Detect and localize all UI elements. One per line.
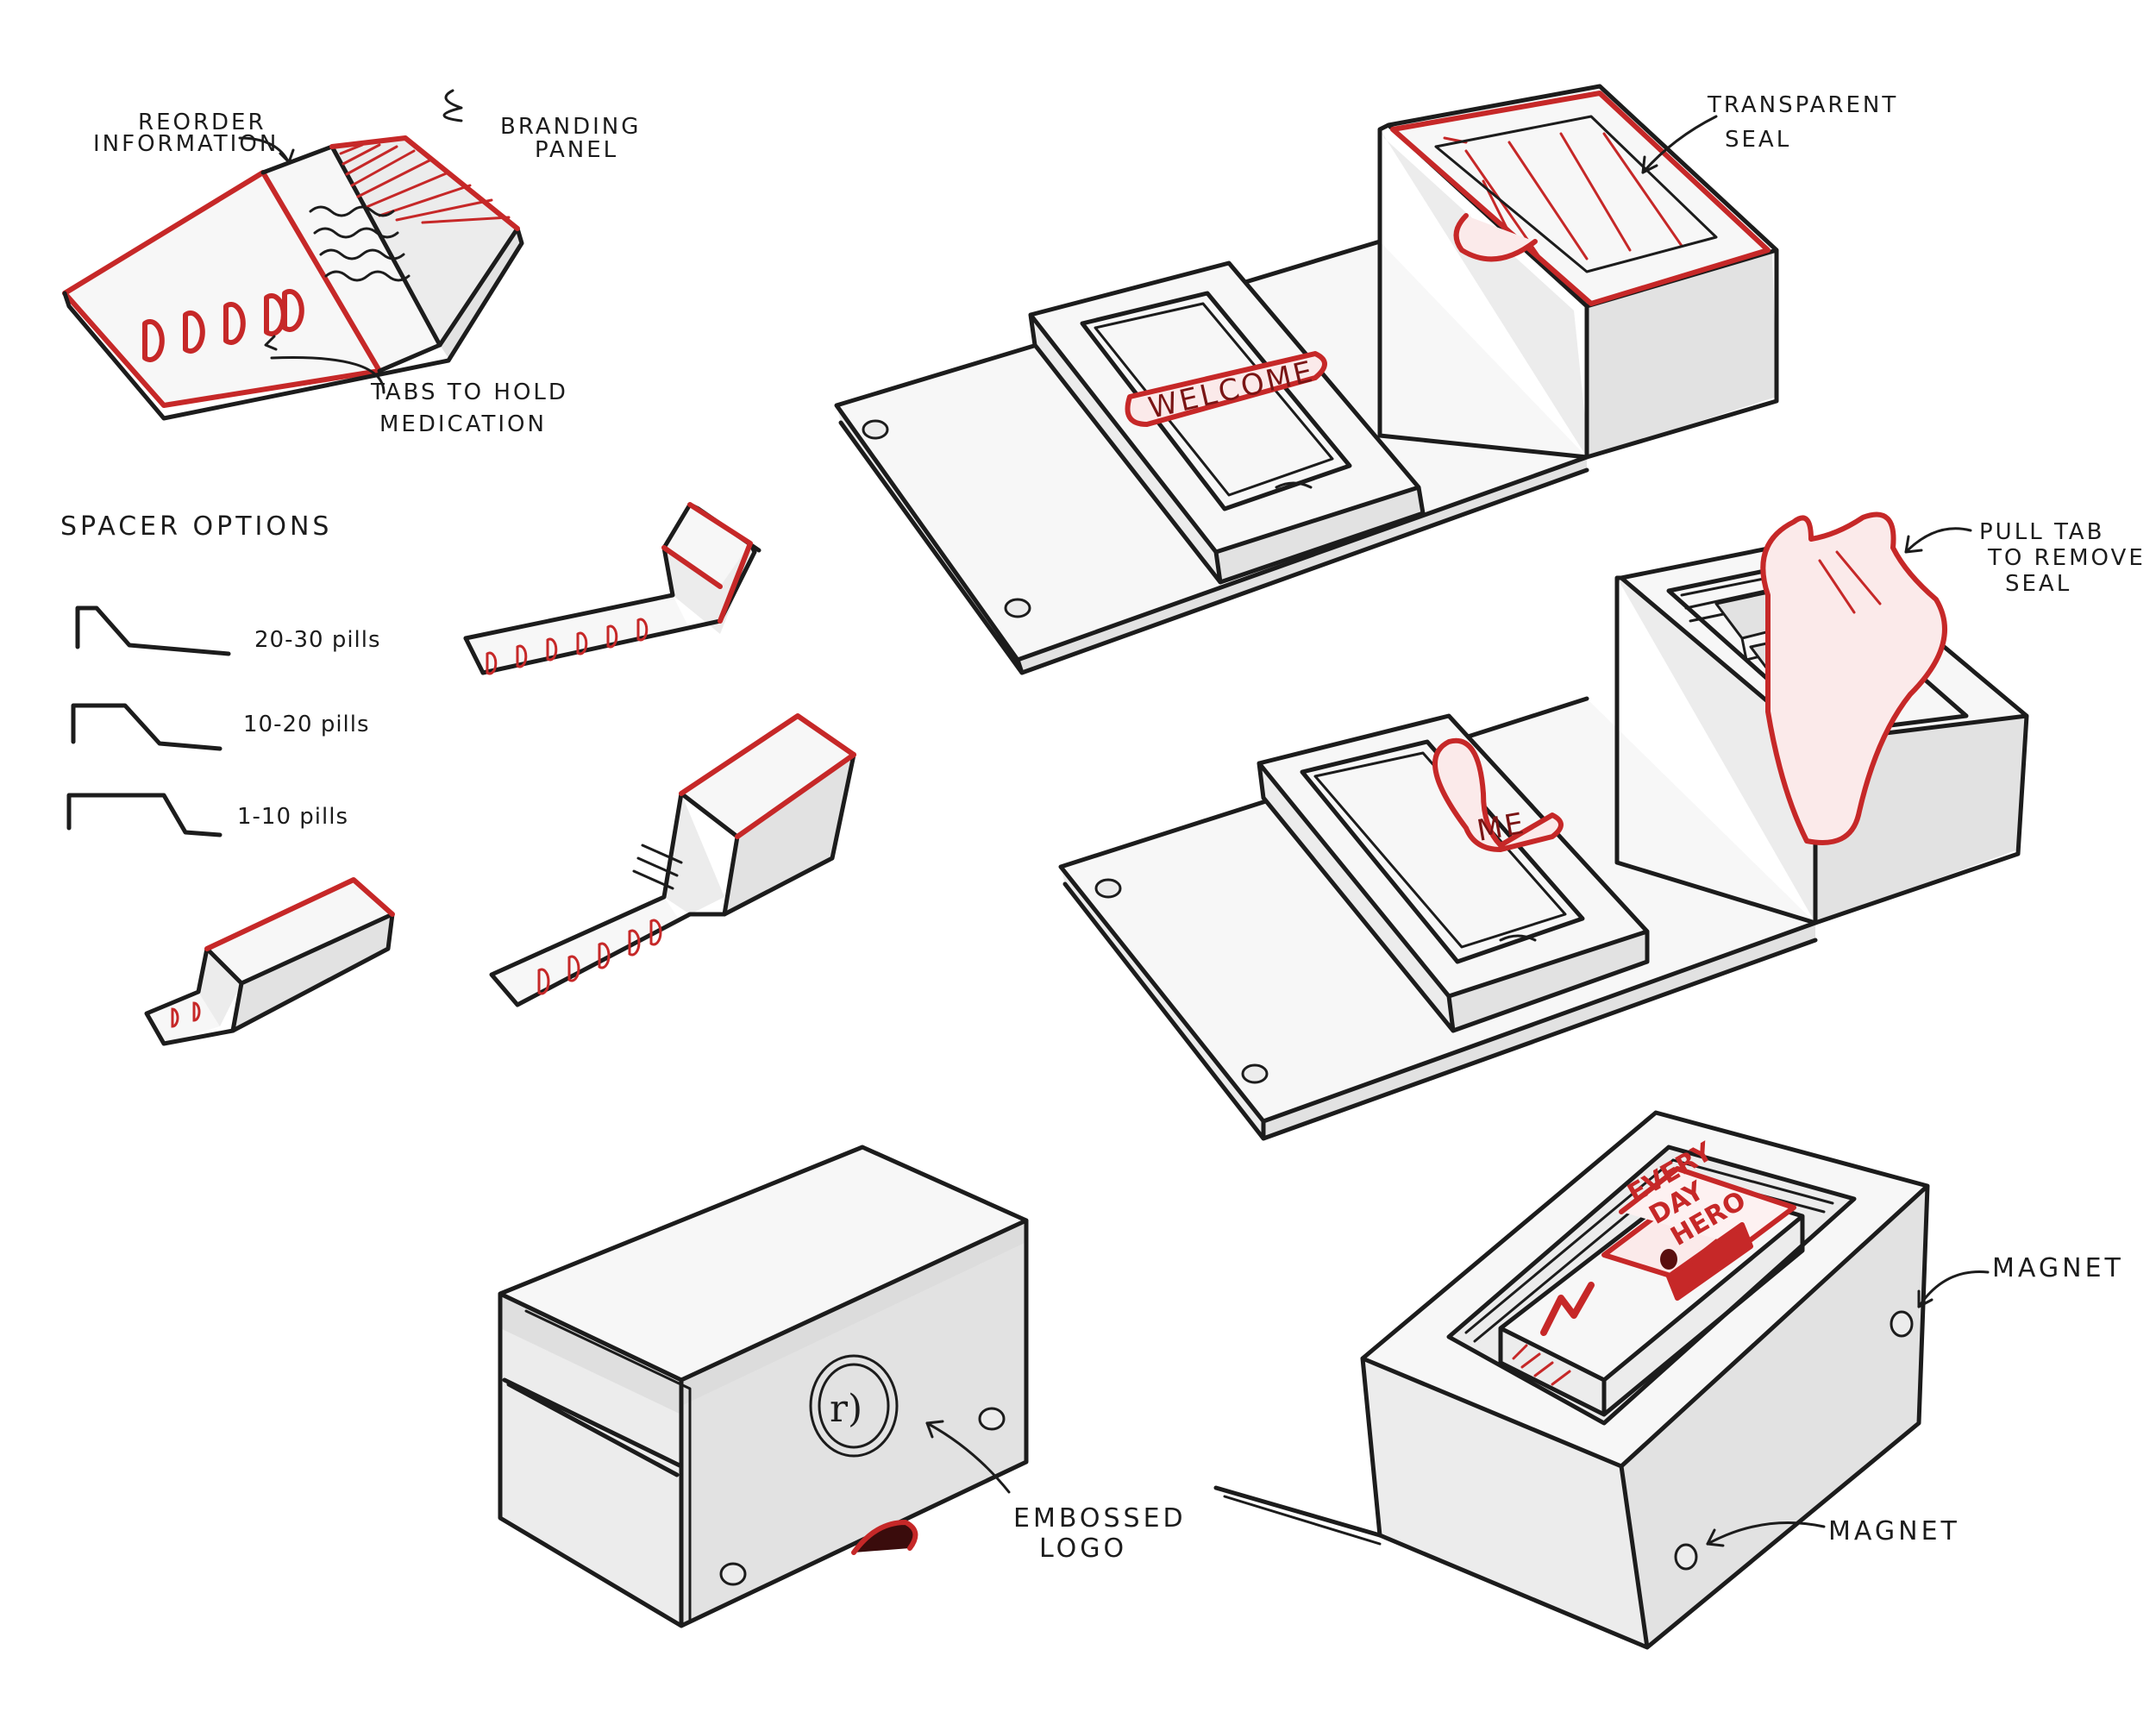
spacer-profile-2 <box>71 703 222 751</box>
branding-panel-hatching <box>339 143 511 224</box>
tabs-label-line2: MEDICATION <box>379 411 547 437</box>
seal-label-line2: SEAL <box>1725 127 1791 153</box>
reorder-arrow <box>238 136 289 161</box>
pull-tab-arrowhead <box>1904 535 1923 554</box>
spacer-option-3-label: 1-10 pills <box>237 804 348 830</box>
seal-label-line1: TRANSPARENT <box>1707 92 1898 118</box>
pull-tab-label-line1: PULL TAB <box>1979 519 2104 545</box>
logo-mark: r) <box>830 1387 862 1431</box>
box-with-pull-tab-sketch: ME <box>1058 511 2029 1141</box>
embossed-logo: r) <box>809 1354 899 1458</box>
lifted-welcome-band: ME <box>1432 737 1564 852</box>
pull-tab-tray <box>1257 713 1650 1033</box>
pull-tab <box>1760 511 1947 845</box>
branding-label-line1: BRANDING <box>500 114 641 140</box>
spacer-10-20-sketch <box>489 713 856 1007</box>
pull-tab-label-line2: TO REMOVE <box>1987 545 2146 571</box>
medication-tabs <box>142 289 304 362</box>
branding-label-line2: PANEL <box>535 137 618 163</box>
spacer-options-title: SPACER OPTIONS <box>60 511 332 542</box>
magnet-top-arrow <box>1917 1270 1990 1308</box>
cards-stack: EVERY DAY HERO <box>1498 1136 1805 1417</box>
magnet-bottom-label: MAGNET <box>1828 1516 1960 1546</box>
box-with-transparent-seal-sketch: WELCOME <box>834 84 1779 675</box>
reorder-arrowhead <box>279 148 295 164</box>
seal-arrow <box>1641 115 1718 174</box>
logo-arrowhead <box>925 1420 944 1439</box>
pull-tab-label-line3: SEAL <box>2005 571 2071 597</box>
open-box-with-cards-sketch: EVERY DAY HERO <box>1213 1110 1990 1650</box>
tray-with-branding-panel-sketch <box>62 89 524 421</box>
spacer-1-10-sketch <box>144 877 395 1046</box>
tabs-arrowhead <box>264 335 278 351</box>
logo-label-line1: EMBOSSED <box>1013 1503 1187 1534</box>
seal-arrowhead <box>1641 155 1658 174</box>
magnet-bottom-arrow <box>1706 1521 1826 1546</box>
logo-arrow <box>925 1421 1011 1494</box>
spacer-20-30-sketch <box>463 502 761 675</box>
logo-label-line2: LOGO <box>1039 1534 1127 1564</box>
branding-arrow <box>442 89 463 122</box>
magnet-top-arrowhead <box>1917 1289 1934 1308</box>
closed-box-embossed-logo-sketch: r) <box>498 1145 1029 1628</box>
spacer-profile-1 <box>75 605 231 656</box>
magnet-bottom-arrowhead <box>1706 1528 1725 1547</box>
reorder-label-line2: INFORMATION <box>93 131 279 157</box>
spacer-option-1-label: 20-30 pills <box>254 627 381 653</box>
magnet-top-label: MAGNET <box>1992 1253 2124 1283</box>
tabs-arrow <box>270 356 385 394</box>
welcome-partial-label: ME <box>1475 806 1529 849</box>
pull-tab-arrow <box>1904 527 1972 554</box>
reorder-info-squiggles <box>309 205 411 282</box>
reorder-label-line1: REORDER <box>138 110 266 135</box>
sealed-compartment <box>1377 84 1779 460</box>
tabs-label-line1: TABS TO HOLD <box>370 380 568 405</box>
spacer-profile-3 <box>66 793 222 837</box>
spacer-option-2-label: 10-20 pills <box>243 712 370 737</box>
